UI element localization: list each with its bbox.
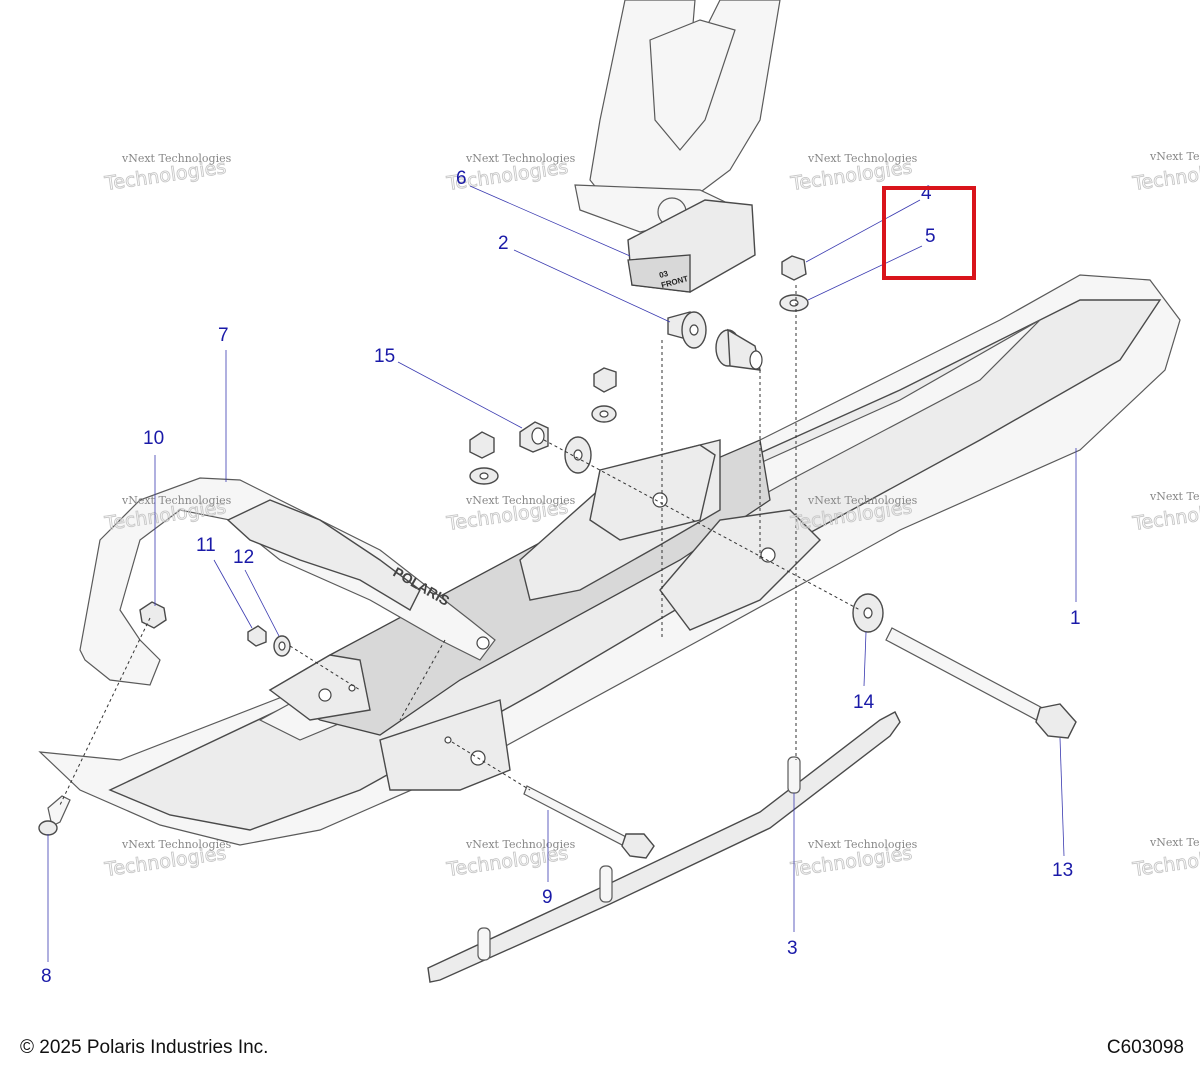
bushing-part-2 [667,311,763,371]
svg-text:vNext Technologies: vNext Technologies [1149,836,1200,849]
washer-part-14 [852,593,884,633]
callout-2: 2 [498,233,509,254]
svg-text:vNext Technologies: vNext Technologies [465,838,576,851]
rivet-part-8 [38,795,71,836]
highlight-box [882,186,976,280]
washer-left [469,467,499,485]
svg-text:vNext Technologies: vNext Technologies [465,152,576,165]
spindle-strut [574,0,781,233]
callout-15: 15 [374,346,395,367]
svg-text:vNext Technologies: vNext Technologies [807,494,918,507]
callout-12: 12 [233,547,254,568]
nut-left [469,431,495,459]
leader-lines [47,185,1077,962]
svg-text:vNext Technologies: vNext Technologies [465,494,576,507]
svg-text:vNext Technologies: vNext Technologies [1149,150,1200,163]
washer-part-12 [273,635,291,657]
carbide-runner-part-3 [427,711,901,983]
callout-labels: 1 2 3 4 5 6 7 8 9 10 11 12 13 14 15 [41,168,1081,987]
callout-11: 11 [196,535,216,556]
bolt-part-13 [885,627,1077,739]
svg-text:vNext Technologies: vNext Technologies [1149,490,1200,503]
bolt-part-9 [523,785,655,859]
mount-block-part-6: 03 FRONT [627,199,756,293]
callout-1: 1 [1070,608,1081,629]
diagram-code: C603098 [1106,1037,1184,1058]
nut-part-10 [139,601,167,629]
washer-upper [591,405,617,423]
svg-text:vNext Technologies: vNext Technologies [121,838,232,851]
ski-mount-bracket [268,439,821,791]
nut-part-4 [781,255,807,281]
copyright-text: © 2025 Polaris Industries Inc. [20,1037,269,1058]
callout-8: 8 [41,966,52,987]
callout-13: 13 [1052,860,1073,881]
callout-10: 10 [143,428,164,449]
nut-part-11 [247,625,267,647]
washer-large [564,436,592,474]
alignment-lines [59,285,861,806]
callout-9: 9 [542,887,553,908]
callout-3: 3 [787,938,798,959]
bushing-part-15 [519,421,549,453]
svg-text:vNext Technologies: vNext Technologies [121,494,232,507]
callout-7: 7 [218,325,229,346]
svg-text:vNext Technologies: vNext Technologies [807,152,918,165]
nut-upper [593,367,617,393]
callout-14: 14 [853,692,875,713]
mount-label-1: 03 [658,269,669,280]
callout-6: 6 [456,168,467,189]
svg-text:vNext Technologies: vNext Technologies [121,152,232,165]
svg-text:vNext Technologies: vNext Technologies [807,838,918,851]
washer-part-5 [779,294,809,312]
callout-4: 4 [921,183,932,204]
callout-5: 5 [925,226,936,247]
